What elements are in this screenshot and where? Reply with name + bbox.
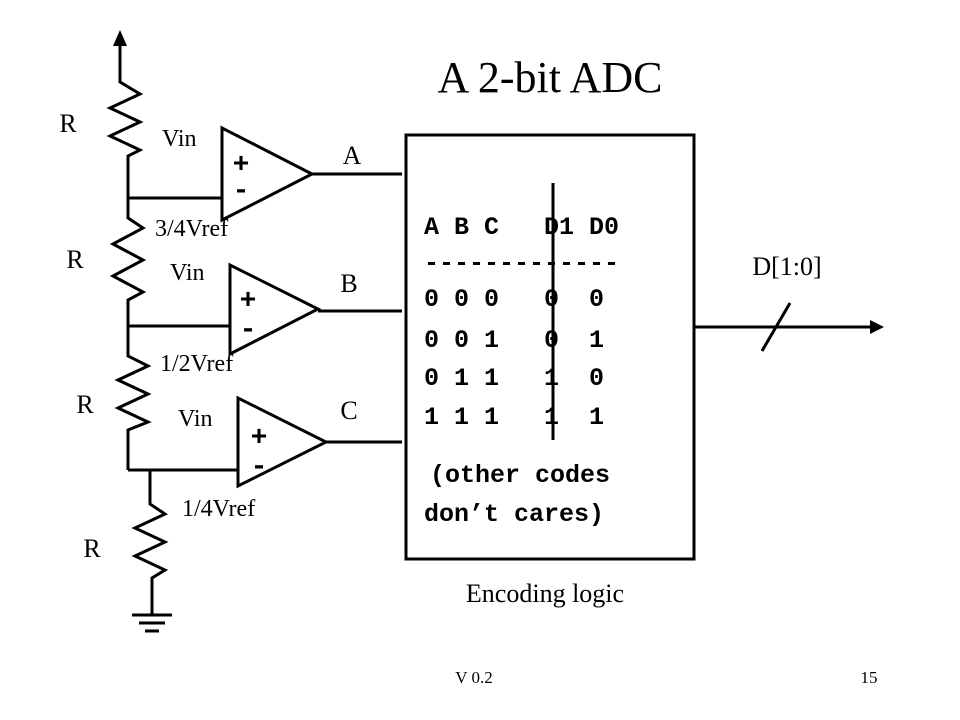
resistor-1 xyxy=(106,65,144,172)
comparator-a-ref-label: 3/4Vref xyxy=(155,216,228,242)
resistor-label-3: R xyxy=(76,390,94,419)
truth-table-row: 0 0 1 0 1 xyxy=(424,326,604,355)
encoder-note-line: (other codes xyxy=(430,461,610,490)
output-arrow-icon xyxy=(870,320,884,334)
comparator-a-minus: - xyxy=(233,176,250,207)
slide-number: 15 xyxy=(861,668,878,687)
comparator-a-plus: + xyxy=(233,150,250,181)
signal-c-label: C xyxy=(340,396,357,425)
resistor-label-2: R xyxy=(66,245,84,274)
comparator-c-plus: + xyxy=(251,423,268,454)
comparator-a: Vin + - 3/4Vref A xyxy=(128,125,402,242)
truth-table-header: A B C D1 D0 xyxy=(424,213,619,242)
comparator-b-plus: + xyxy=(240,286,257,317)
comparator-b-ref-label: 1/2Vref xyxy=(160,351,233,377)
truth-table-row: 1 1 1 1 1 xyxy=(424,403,604,432)
resistor-label-4: R xyxy=(83,534,101,563)
comparator-c-vin-label: Vin xyxy=(178,406,213,432)
comparator-b-symbol xyxy=(228,262,322,357)
signal-b-label: B xyxy=(340,269,357,298)
comparator-c: Vin + - 1/4Vref C xyxy=(150,395,402,522)
comparator-b-minus: - xyxy=(240,315,257,346)
resistor-label-1: R xyxy=(59,109,77,138)
bus-width-slash-icon xyxy=(760,302,792,352)
comparator-a-vin-label: Vin xyxy=(162,126,197,152)
comparator-b: Vin + - 1/2Vref B xyxy=(128,260,402,377)
signal-a-label: A xyxy=(343,141,362,170)
page-title: A 2-bit ADC xyxy=(438,53,663,102)
resistor-3 xyxy=(114,346,152,470)
resistor-ladder xyxy=(106,30,169,600)
encoder-box xyxy=(404,133,696,561)
output-bus: D[1:0] xyxy=(694,252,884,352)
encoder-block: A B C D1 D0 ------------- 0 0 0 0 0 0 0 … xyxy=(404,133,696,608)
comparator-c-symbol xyxy=(236,395,330,489)
output-bus-label: D[1:0] xyxy=(752,252,821,281)
encoder-caption: Encoding logic xyxy=(466,579,624,608)
encoder-note-line: don’t cares) xyxy=(424,500,604,529)
truth-table-rule: ------------- xyxy=(424,249,619,278)
comparator-b-vin-label: Vin xyxy=(170,260,205,286)
comparator-c-minus: - xyxy=(251,452,268,483)
truth-table-row: 0 1 1 1 0 xyxy=(424,364,604,393)
resistor-4 xyxy=(131,496,169,600)
comparator-a-symbol xyxy=(220,125,316,223)
comparator-c-ref-label: 1/4Vref xyxy=(182,496,255,522)
slide-version: V 0.2 xyxy=(455,668,492,687)
resistor-2 xyxy=(109,212,147,320)
truth-table-row: 0 0 0 0 0 xyxy=(424,285,604,314)
ground-icon xyxy=(132,600,172,633)
vref-arrow-icon xyxy=(113,30,127,46)
